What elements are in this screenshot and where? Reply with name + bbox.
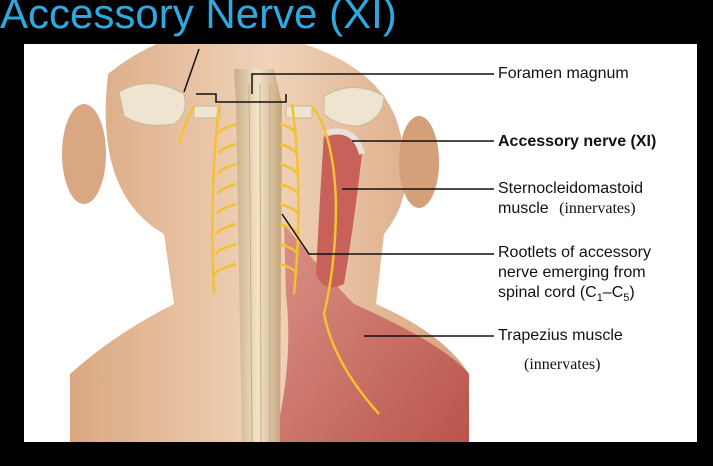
spinal-cord	[234, 69, 282, 442]
label-rootlets-sub5: 5	[623, 292, 630, 305]
label-rootlets-line3: spinal cord (C1–C5)	[498, 283, 635, 308]
label-trapezius: Trapezius muscle	[498, 327, 623, 344]
neck-illustration	[62, 44, 494, 442]
label-scm-innervates: (innervates)	[559, 200, 636, 217]
sternocleidomastoid-muscle	[316, 131, 362, 288]
page-title: Accessory Nerve (XI)	[0, 0, 397, 37]
label-scm-muscle: muscle	[498, 200, 549, 217]
nerve-rootlets	[177, 103, 380, 415]
label-scm-line2: muscle (innervates)	[498, 199, 636, 218]
label-foramen-magnum: Foramen magnum	[498, 65, 629, 82]
diagram-panel: Foramen magnum Accessory nerve (XI) Ster…	[24, 44, 697, 442]
label-trapezius-innervates: (innervates)	[524, 356, 601, 373]
label-rootlets-dash: –C	[602, 284, 624, 301]
label-scm-line1: Sternocleidomastoid	[498, 180, 643, 197]
label-rootlets-line1: Rootlets of accessory	[498, 244, 651, 261]
label-rootlets-line2: nerve emerging from	[498, 264, 646, 281]
label-rootlets-sub1: 1	[596, 292, 603, 305]
leader-lines	[183, 48, 494, 337]
label-rootlets-text: spinal cord (C	[498, 284, 597, 301]
label-accessory-nerve: Accessory nerve (XI)	[498, 133, 657, 150]
label-rootlets-close: )	[629, 284, 635, 301]
